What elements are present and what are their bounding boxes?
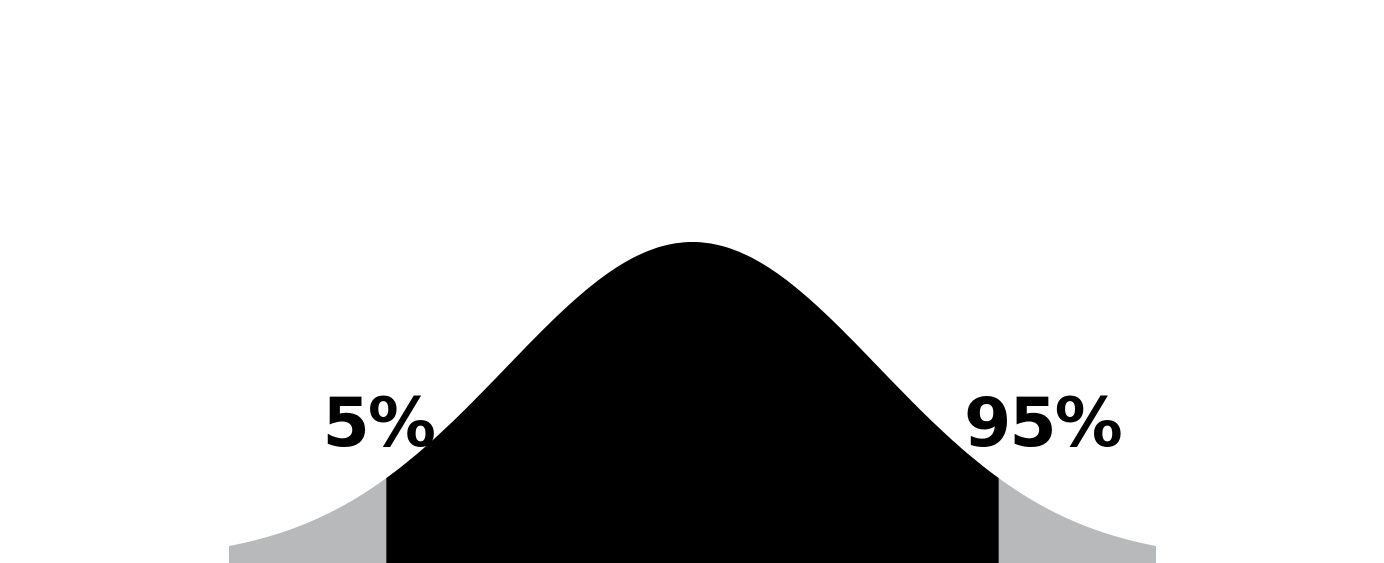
left-percentile-label: 5% (323, 384, 434, 463)
right-percentile-label: 95% (964, 384, 1121, 463)
center-area (386, 242, 999, 563)
left-tail-area (229, 478, 387, 563)
right-tail-area (998, 478, 1156, 563)
